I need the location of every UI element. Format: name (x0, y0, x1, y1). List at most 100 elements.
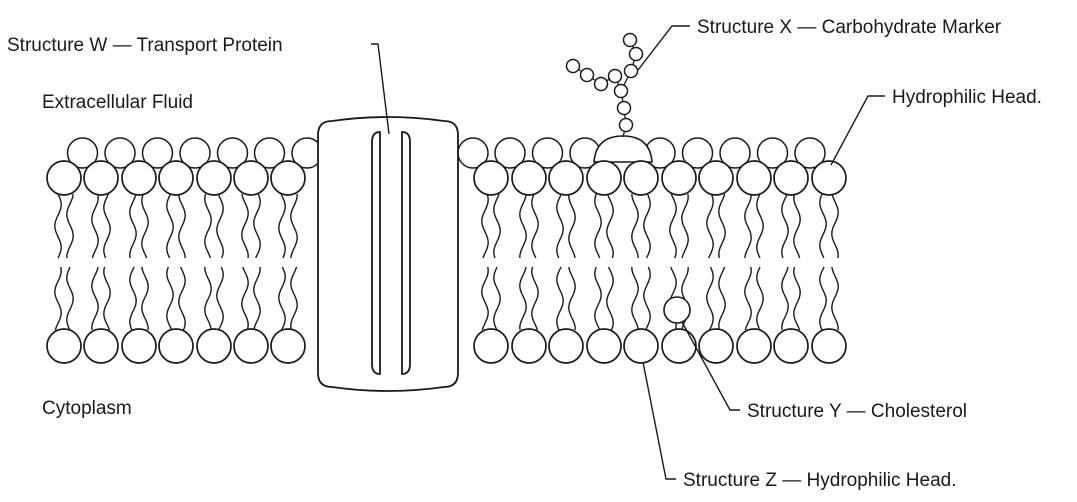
leader-line-hydrophilic-head (831, 96, 885, 165)
inner-phospholipid-head (812, 329, 846, 363)
carbohydrate-bead (609, 70, 622, 83)
lower-lipid-tail (557, 267, 563, 330)
upper-lipid-tail (217, 194, 223, 258)
label-structure-y: Structure Y — Cholesterol (747, 401, 967, 422)
lower-lipid-tail (254, 267, 260, 330)
lower-lipid-tail (130, 267, 136, 330)
lower-lipid-tail (291, 267, 297, 330)
upper-lipid-tail (670, 194, 676, 258)
upper-lipid-tail (632, 194, 638, 258)
carbohydrate-bead (615, 85, 628, 98)
lower-lipid-tail (644, 267, 650, 330)
outer-phospholipid-head (271, 161, 305, 195)
inner-phospholipid-head (271, 329, 305, 363)
inner-phospholipid-head (774, 329, 808, 363)
upper-lipid-tail (719, 194, 725, 258)
lower-lipid-tail (607, 267, 613, 330)
upper-lipid-tail (254, 194, 260, 258)
upper-lipid-tail (682, 194, 688, 258)
upper-lipid-tail (644, 194, 650, 258)
inner-phospholipid-head (587, 329, 621, 363)
leader-line-structure-x (638, 26, 690, 70)
lower-lipid-tail (55, 267, 61, 330)
lower-lipid-tail (782, 267, 788, 330)
transport-protein-structure-w (318, 117, 458, 391)
outer-phospholipid-head (699, 161, 733, 195)
inner-phospholipid-head (624, 329, 658, 363)
glycoprotein-base (594, 136, 652, 162)
lower-lipid-tail (205, 267, 211, 330)
outer-phospholipid-head (47, 161, 81, 195)
carbohydrate-bead (567, 60, 580, 73)
upper-lipid-tail (520, 194, 526, 258)
carbohydrate-bead (618, 102, 631, 115)
upper-lipid-tail (92, 194, 98, 258)
lower-lipid-tail (92, 267, 98, 330)
label-hydrophilic-head: Hydrophilic Head. (892, 87, 1042, 108)
lower-lipid-tail (242, 267, 248, 330)
lower-lipid-tail (482, 267, 488, 330)
inner-phospholipid-head (699, 329, 733, 363)
upper-lipid-tail (482, 194, 488, 258)
lower-lipid-tail (142, 267, 148, 330)
upper-lipid-tail (67, 194, 73, 258)
upper-lipid-tail (832, 194, 838, 258)
outer-phospholipid-head (662, 161, 696, 195)
lower-lipid-tail (217, 267, 223, 330)
inner-phospholipid-head (84, 329, 118, 363)
upper-lipid-tail (757, 194, 763, 258)
carbohydrate-bead (581, 69, 594, 82)
carbohydrate-bead (595, 78, 608, 91)
upper-lipid-tail (55, 194, 61, 258)
carbohydrate-bead (620, 119, 633, 132)
upper-lipid-tail (494, 194, 500, 258)
outer-phospholipid-head (512, 161, 546, 195)
outer-phospholipid-head (122, 161, 156, 195)
upper-lipid-tail (782, 194, 788, 258)
lower-lipid-tail (820, 267, 826, 330)
lower-lipid-tail (757, 267, 763, 330)
upper-lipid-tail (242, 194, 248, 258)
inner-phospholipid-head (234, 329, 268, 363)
inner-phospholipid-head (474, 329, 508, 363)
inner-phospholipid-head (512, 329, 546, 363)
outer-phospholipid-head (587, 161, 621, 195)
carbohydrate-bead (630, 48, 643, 61)
inner-phospholipid-head (159, 329, 193, 363)
outer-phospholipid-head (549, 161, 583, 195)
cholesterol-structure-y (664, 297, 690, 323)
label-structure-x: Structure X — Carbohydrate Marker (697, 17, 1002, 38)
lower-lipid-tail (832, 267, 838, 330)
label-structure-w: Structure W — Transport Protein (7, 35, 283, 56)
upper-lipid-tail (179, 194, 185, 258)
carbohydrate-bead (625, 65, 638, 78)
upper-lipid-tail (607, 194, 613, 258)
inner-phospholipid-head (737, 329, 771, 363)
outer-phospholipid-head (737, 161, 771, 195)
lower-lipid-tail (179, 267, 185, 330)
outer-phospholipid-head (159, 161, 193, 195)
leader-line-structure-z (643, 362, 676, 479)
lower-lipid-tail (569, 267, 575, 330)
outer-phospholipid-head (474, 161, 508, 195)
upper-lipid-tail (595, 194, 601, 258)
upper-lipid-tail (707, 194, 713, 258)
upper-lipid-tail (167, 194, 173, 258)
outer-phospholipid-head (774, 161, 808, 195)
lower-lipid-tail (719, 267, 725, 330)
label-cytoplasm: Cytoplasm (42, 398, 132, 419)
lower-lipid-tail (595, 267, 601, 330)
inner-phospholipid-head (197, 329, 231, 363)
upper-lipid-tail (532, 194, 538, 258)
outer-phospholipid-head (197, 161, 231, 195)
lower-lipid-tail (67, 267, 73, 330)
upper-lipid-tail (745, 194, 751, 258)
upper-lipid-tail (820, 194, 826, 258)
upper-lipid-tail (142, 194, 148, 258)
outer-phospholipid-head (234, 161, 268, 195)
upper-lipid-tail (205, 194, 211, 258)
lower-lipid-tail (745, 267, 751, 330)
upper-lipid-tail (291, 194, 297, 258)
upper-lipid-tail (557, 194, 563, 258)
